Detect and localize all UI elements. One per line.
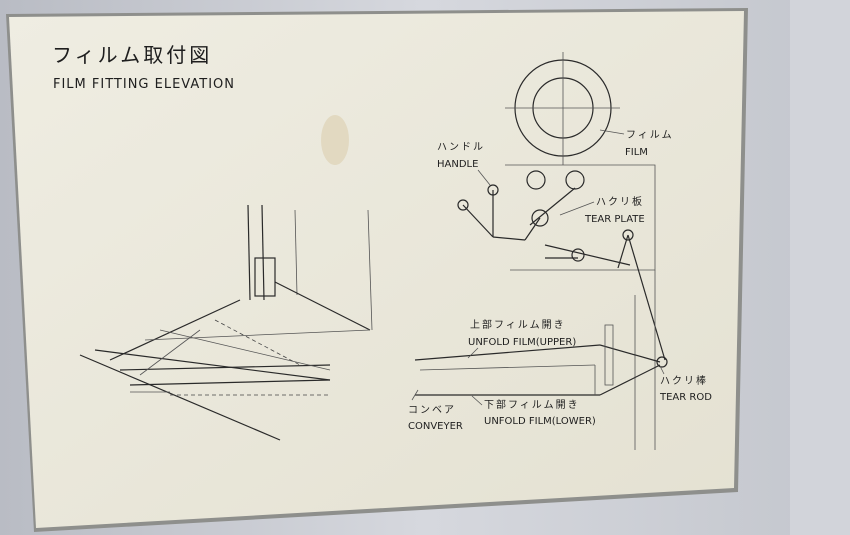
film-path-schematic bbox=[414, 52, 668, 450]
label-tear-plate-jp: ハクリ板 bbox=[596, 195, 644, 208]
wall-panel bbox=[790, 0, 850, 535]
label-tear-plate-en: TEAR PLATE bbox=[584, 214, 645, 225]
label-handle-jp: ハンドル bbox=[437, 142, 485, 153]
conveyor-perspective-drawing bbox=[79, 204, 373, 441]
label-tear-plate: ハクリ板 TEAR PLATE bbox=[559, 195, 645, 225]
label-tear-rod: ハクリ棒 TEAR ROD bbox=[659, 365, 712, 403]
label-film-jp: フィルム bbox=[626, 129, 674, 141]
label-conveyer: コンベア CONVEYER bbox=[408, 389, 463, 432]
label-unfold-upper-en: UNFOLD FILM(UPPER) bbox=[468, 337, 576, 348]
title-jp: フィルム取付図 bbox=[52, 43, 212, 67]
label-unfold-lower-en: UNFOLD FILM(LOWER) bbox=[484, 416, 596, 427]
label-unfold-lower-jp: 下部フィルム開き bbox=[484, 398, 580, 411]
label-conveyer-en: CONVEYER bbox=[408, 421, 463, 432]
label-conveyer-jp: コンベア bbox=[408, 404, 456, 416]
label-tear-rod-jp: ハクリ棒 bbox=[660, 374, 708, 387]
label-tear-rod-en: TEAR ROD bbox=[659, 392, 712, 403]
label-unfold-upper-jp: 上部フィルム開き bbox=[470, 318, 566, 331]
placard bbox=[9, 11, 744, 528]
stain bbox=[321, 115, 349, 165]
label-film-en: FILM bbox=[625, 147, 648, 158]
label-handle: ハンドル HANDLE bbox=[437, 142, 491, 186]
label-unfold-upper: 上部フィルム開き UNFOLD FILM(UPPER) bbox=[467, 318, 576, 359]
label-unfold-lower: 下部フィルム開き UNFOLD FILM(LOWER) bbox=[471, 395, 596, 427]
title-en: FILM FITTING ELEVATION bbox=[53, 77, 235, 92]
label-film: フィルム FILM bbox=[599, 129, 674, 158]
label-handle-en: HANDLE bbox=[437, 159, 478, 170]
